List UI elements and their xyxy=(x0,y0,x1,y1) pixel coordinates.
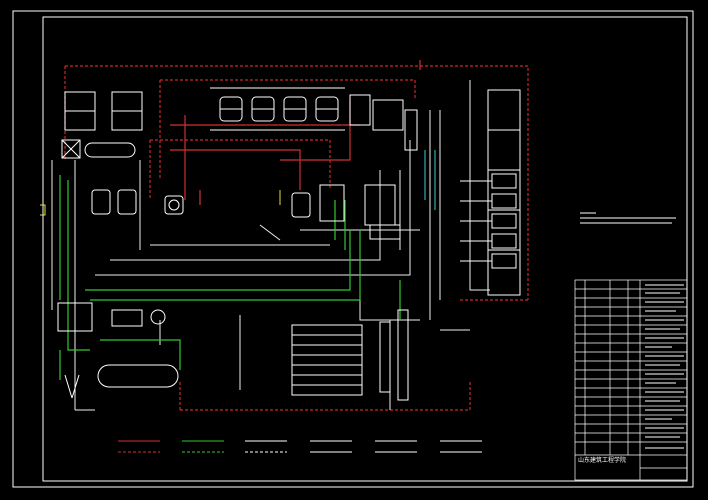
green-pipes xyxy=(59,175,401,380)
mid-left-equipment xyxy=(91,189,184,215)
left-upper-equipment xyxy=(61,91,143,159)
equipment-table-fill xyxy=(645,284,684,449)
red-solid-pipes xyxy=(170,60,421,205)
title-block-label: 山东建筑工程学院 xyxy=(578,457,627,464)
center-equipment xyxy=(291,94,418,240)
right-panels xyxy=(460,89,521,296)
legend xyxy=(118,440,482,453)
lower-left-equipment xyxy=(57,302,179,399)
heat-exchanger-bank xyxy=(291,309,409,401)
outer-frame xyxy=(12,10,694,488)
accent-lines xyxy=(40,150,436,216)
top-chillers xyxy=(210,87,345,131)
inner-frame xyxy=(42,16,688,482)
red-supply-loop xyxy=(64,65,529,411)
equipment-table xyxy=(574,279,688,481)
notes-block xyxy=(580,212,676,224)
